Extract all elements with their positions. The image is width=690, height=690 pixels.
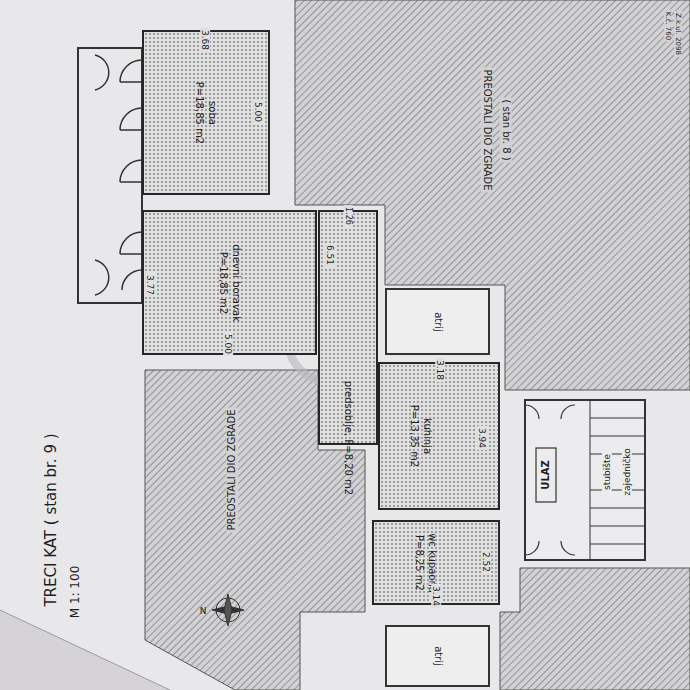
room-label: kuhinjaP=13,35 m2 [408,405,434,467]
room-name: predsoblje, P=8,20 m2 [342,380,355,494]
plan-label: N [198,606,209,616]
room-area: P=18,85 m2 [217,244,230,322]
room-label: atrij [431,646,444,666]
room-name: dnevni boravak [230,244,243,322]
plan-label: M 1: 100 [69,564,83,621]
room-label: dnevni boravakP=18,85 m2 [217,244,243,322]
room-area: P=18,85 m2 [193,81,206,143]
room-label: sobaP=18,85 m2 [193,81,219,143]
plan-label: PREOSTALI DIO ZGRADE [481,67,493,192]
plan-title: TRECI KAT ( stan br. 9 ) [43,431,60,608]
dimension: 3.94 [477,426,487,450]
atrium: atrij [385,288,490,355]
room-name: soba [206,81,219,143]
dimension: 3.18 [435,358,445,382]
dimension: 3.77 [145,273,155,297]
room-name: atrij [431,646,444,666]
room-area: P=8,25 m2 [413,533,426,593]
atrium: atrij [385,625,490,687]
plan-label: ( stan br. 8 ) [500,97,512,162]
plan-label: ULAZ [540,458,552,491]
plan-label: stubište [602,452,612,492]
dimension: 5.00 [223,332,233,356]
dimension: 3.14 [431,584,441,608]
room: sobaP=18,85 m2 [142,30,270,195]
dimension: 2.52 [481,550,491,574]
plan-label: PREOSTALI DIO ZGRADE [226,407,238,532]
room-name: kuhinja [421,405,434,467]
room-name: atrij [431,312,444,332]
room-label: atrij [431,312,444,332]
plan-label: Z.k.ul. 2098 [674,11,682,57]
plan-label: K.č. 760 [664,10,672,42]
room-label: predsoblje, P=8,20 m2 [342,380,355,494]
room-area: P=13,35 m2 [408,405,421,467]
dimension: 5.00 [253,100,263,124]
dimension: 3.68 [200,28,210,52]
dimension: 6.51 [325,243,335,267]
dimension: 1.26 [343,205,352,227]
plan-label: zajedničko [622,446,632,498]
